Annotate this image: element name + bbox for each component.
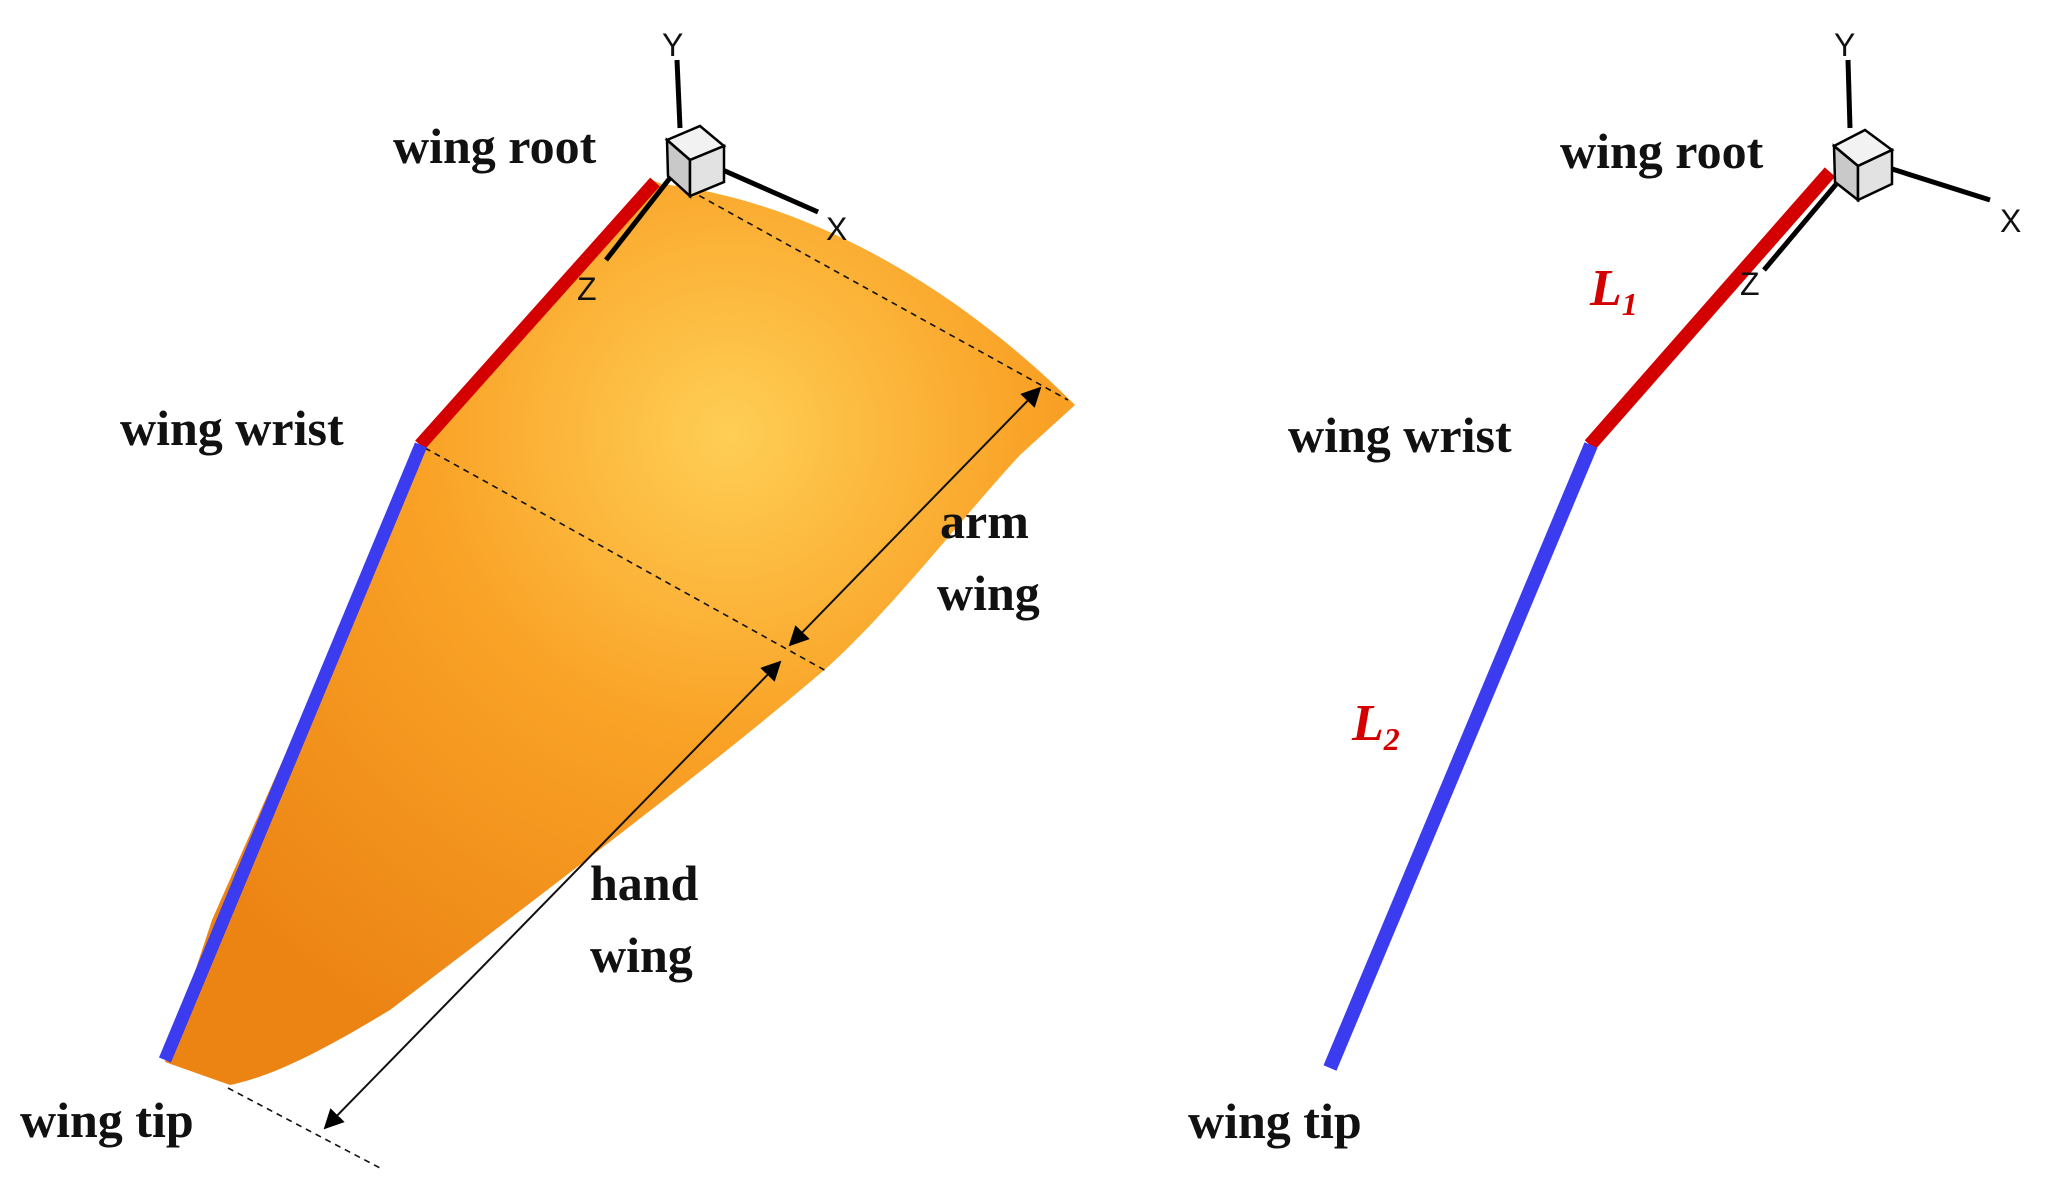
arm-wing-label-line2: wing bbox=[937, 565, 1040, 621]
axis-x-label: X bbox=[826, 211, 847, 247]
L1-label: L1 bbox=[1589, 260, 1638, 322]
tip-chord-dashed bbox=[227, 1087, 381, 1169]
axis-z-label: Z bbox=[1740, 266, 1760, 302]
wing-tip-label: wing tip bbox=[20, 1092, 194, 1148]
L1-segment bbox=[1584, 167, 1836, 450]
axis-triad-right: Y X Z bbox=[1740, 27, 2021, 302]
axis-triad-left: Y X Z bbox=[577, 27, 847, 307]
arm-segment bbox=[415, 177, 660, 450]
wing-root-label: wing root bbox=[1560, 123, 1764, 179]
axis-x-label: X bbox=[2000, 203, 2021, 239]
hand-wing-dimension-arrow bbox=[323, 660, 782, 1130]
axis-cube-icon bbox=[664, 124, 727, 199]
L2-label: L2 bbox=[1351, 695, 1400, 757]
right-panel: Y X Z L1 L2 wing root wing wrist wing ti… bbox=[1188, 27, 2021, 1149]
axis-cube-icon bbox=[1831, 128, 1895, 203]
L2-segment bbox=[1323, 442, 1598, 1071]
axis-z-label: Z bbox=[577, 271, 597, 307]
hand-wing-label-line2: wing bbox=[590, 927, 693, 983]
arm-wing-dimension-arrow bbox=[788, 386, 1042, 647]
wing-wrist-label: wing wrist bbox=[120, 400, 344, 456]
axis-y-label: Y bbox=[1834, 27, 1855, 63]
axis-y-label: Y bbox=[662, 27, 683, 63]
hand-wing-label-line1: hand bbox=[590, 855, 699, 911]
wing-wrist-label: wing wrist bbox=[1288, 407, 1512, 463]
root-chord-dashed bbox=[679, 184, 1069, 401]
arm-wing-label-line1: arm bbox=[940, 493, 1029, 549]
wing-root-label: wing root bbox=[393, 118, 597, 174]
wing-tip-label: wing tip bbox=[1188, 1093, 1362, 1149]
left-panel: Y X Z wing root wing wrist wing tip arm … bbox=[20, 27, 1075, 1169]
hand-segment bbox=[158, 442, 428, 1063]
